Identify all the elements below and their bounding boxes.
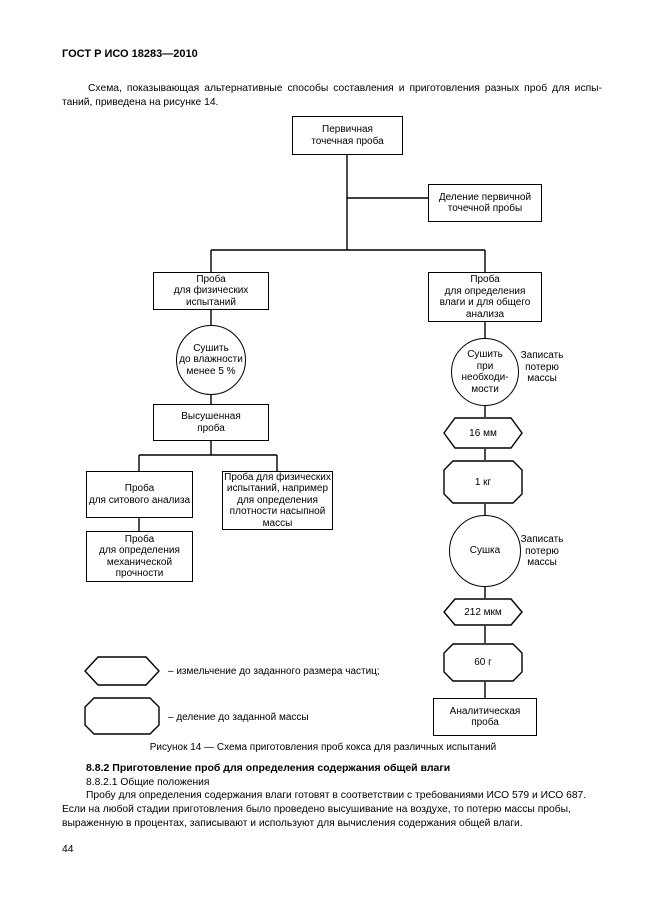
- page-number: 44: [62, 844, 74, 855]
- physical-sample-box: Проба для физических испытаний: [153, 272, 269, 310]
- legend-crush-hexagon: [84, 656, 160, 686]
- paragraph-line-1: Пробу для определения содержания влаги г…: [86, 790, 587, 801]
- divide-60g-octagon: 60 г: [443, 643, 523, 682]
- intro-line-1: Схема, показывающая альтернативные спосо…: [88, 83, 602, 94]
- paragraph-rest: Если на любой стадии приготовления было …: [62, 804, 571, 829]
- drying-circle: Сушка: [449, 515, 521, 587]
- divide-1kg-octagon: 1 кг: [443, 460, 523, 504]
- dry-to-5-percent-circle: Сушить до влажности менее 5 %: [176, 325, 246, 395]
- legend-divide-label: – деление до заданной массы: [168, 712, 309, 723]
- crush-212um-hexagon: 212 мкм: [443, 598, 523, 626]
- crush-16mm-hexagon: 16 мм: [443, 417, 523, 449]
- legend-divide-octagon: [84, 697, 160, 735]
- section-paragraph: Пробу для определения содержания влаги г…: [62, 789, 602, 831]
- primary-sample-box: Первичная точечная проба: [292, 116, 403, 155]
- intro-line-2: таний, приведена на рисунке 14.: [62, 96, 219, 108]
- divide-primary-box: Деление первичной точечной пробы: [428, 184, 542, 222]
- legend-crush-label: – измельчение до заданного размера части…: [168, 666, 380, 677]
- physical-tests-sample-box: Проба для физических испытаний, например…: [222, 471, 333, 530]
- moisture-sample-box: Проба для определения влаги и для общего…: [428, 272, 542, 322]
- sieve-sample-box: Проба для ситового анализа: [86, 471, 193, 518]
- crush-16mm-label: 16 мм: [469, 427, 497, 439]
- divide-1kg-label: 1 кг: [474, 476, 492, 488]
- mechanical-sample-box: Проба для определения механической прочн…: [86, 531, 193, 582]
- divide-60g-label: 60 г: [474, 657, 492, 668]
- dried-sample-box: Высушенная проба: [153, 404, 269, 441]
- analytical-sample-box: Аналитическая проба: [433, 698, 537, 736]
- document-code-header: ГОСТ Р ИСО 18283—2010: [62, 48, 198, 60]
- subsection-title: 8.8.2.1 Общие положения: [86, 777, 210, 788]
- intro-paragraph: Схема, показывающая альтернативные спосо…: [62, 82, 602, 109]
- record-mass-loss-note-2: Записать потерю массы: [520, 534, 564, 568]
- record-mass-loss-note-1: Записать потерю массы: [520, 350, 564, 384]
- crush-212um-label: 212 мкм: [464, 606, 502, 618]
- dry-if-needed-circle: Сушить при необходи- мости: [451, 338, 519, 406]
- section-title: 8.8.2 Приготовление проб для определения…: [86, 762, 451, 774]
- figure-caption: Рисунок 14 — Схема приготовления проб ко…: [149, 742, 497, 753]
